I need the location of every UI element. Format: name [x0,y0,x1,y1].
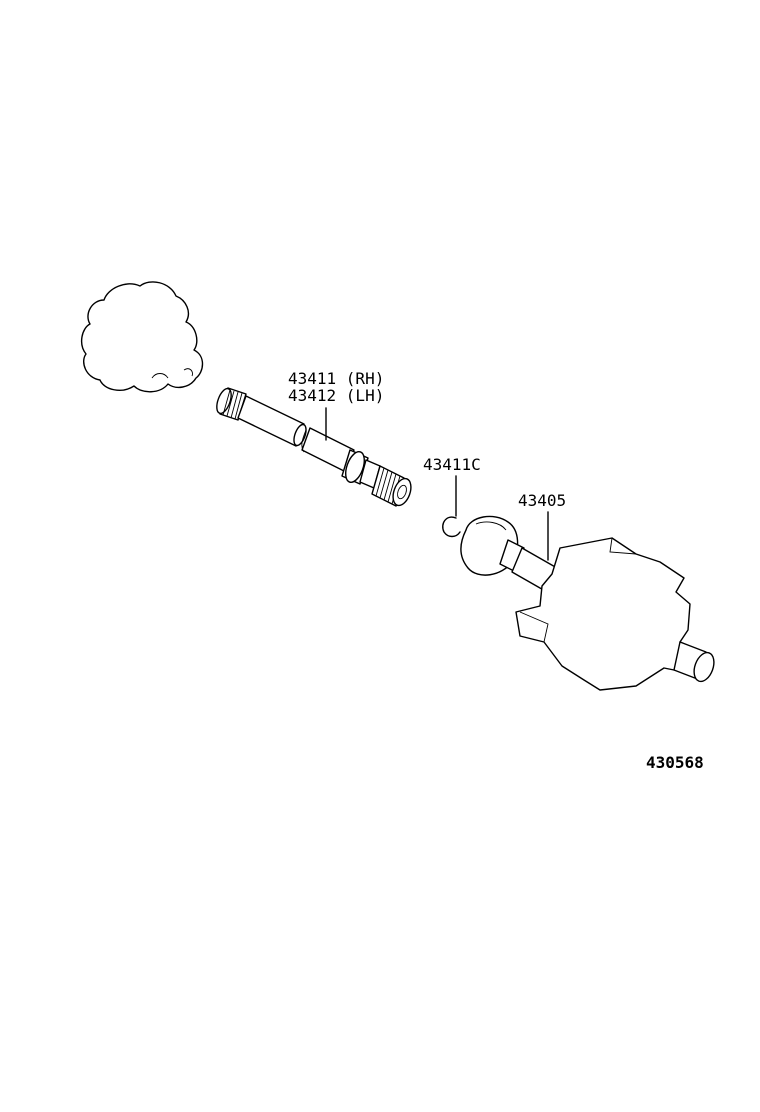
leader-lines [325,407,549,561]
label-43405: 43405 [518,491,566,510]
diagram-reference-number: 430568 [646,753,704,772]
label-43412-lh: 43412 (LH) [288,386,384,405]
label-43411-rh: 43411 (RH) [288,369,384,388]
axle-shaft [216,387,412,507]
label-43411c: 43411C [423,455,481,474]
transaxle-housing [515,537,715,691]
snap-ring [442,516,461,538]
outer-joint-cloud [80,281,204,393]
